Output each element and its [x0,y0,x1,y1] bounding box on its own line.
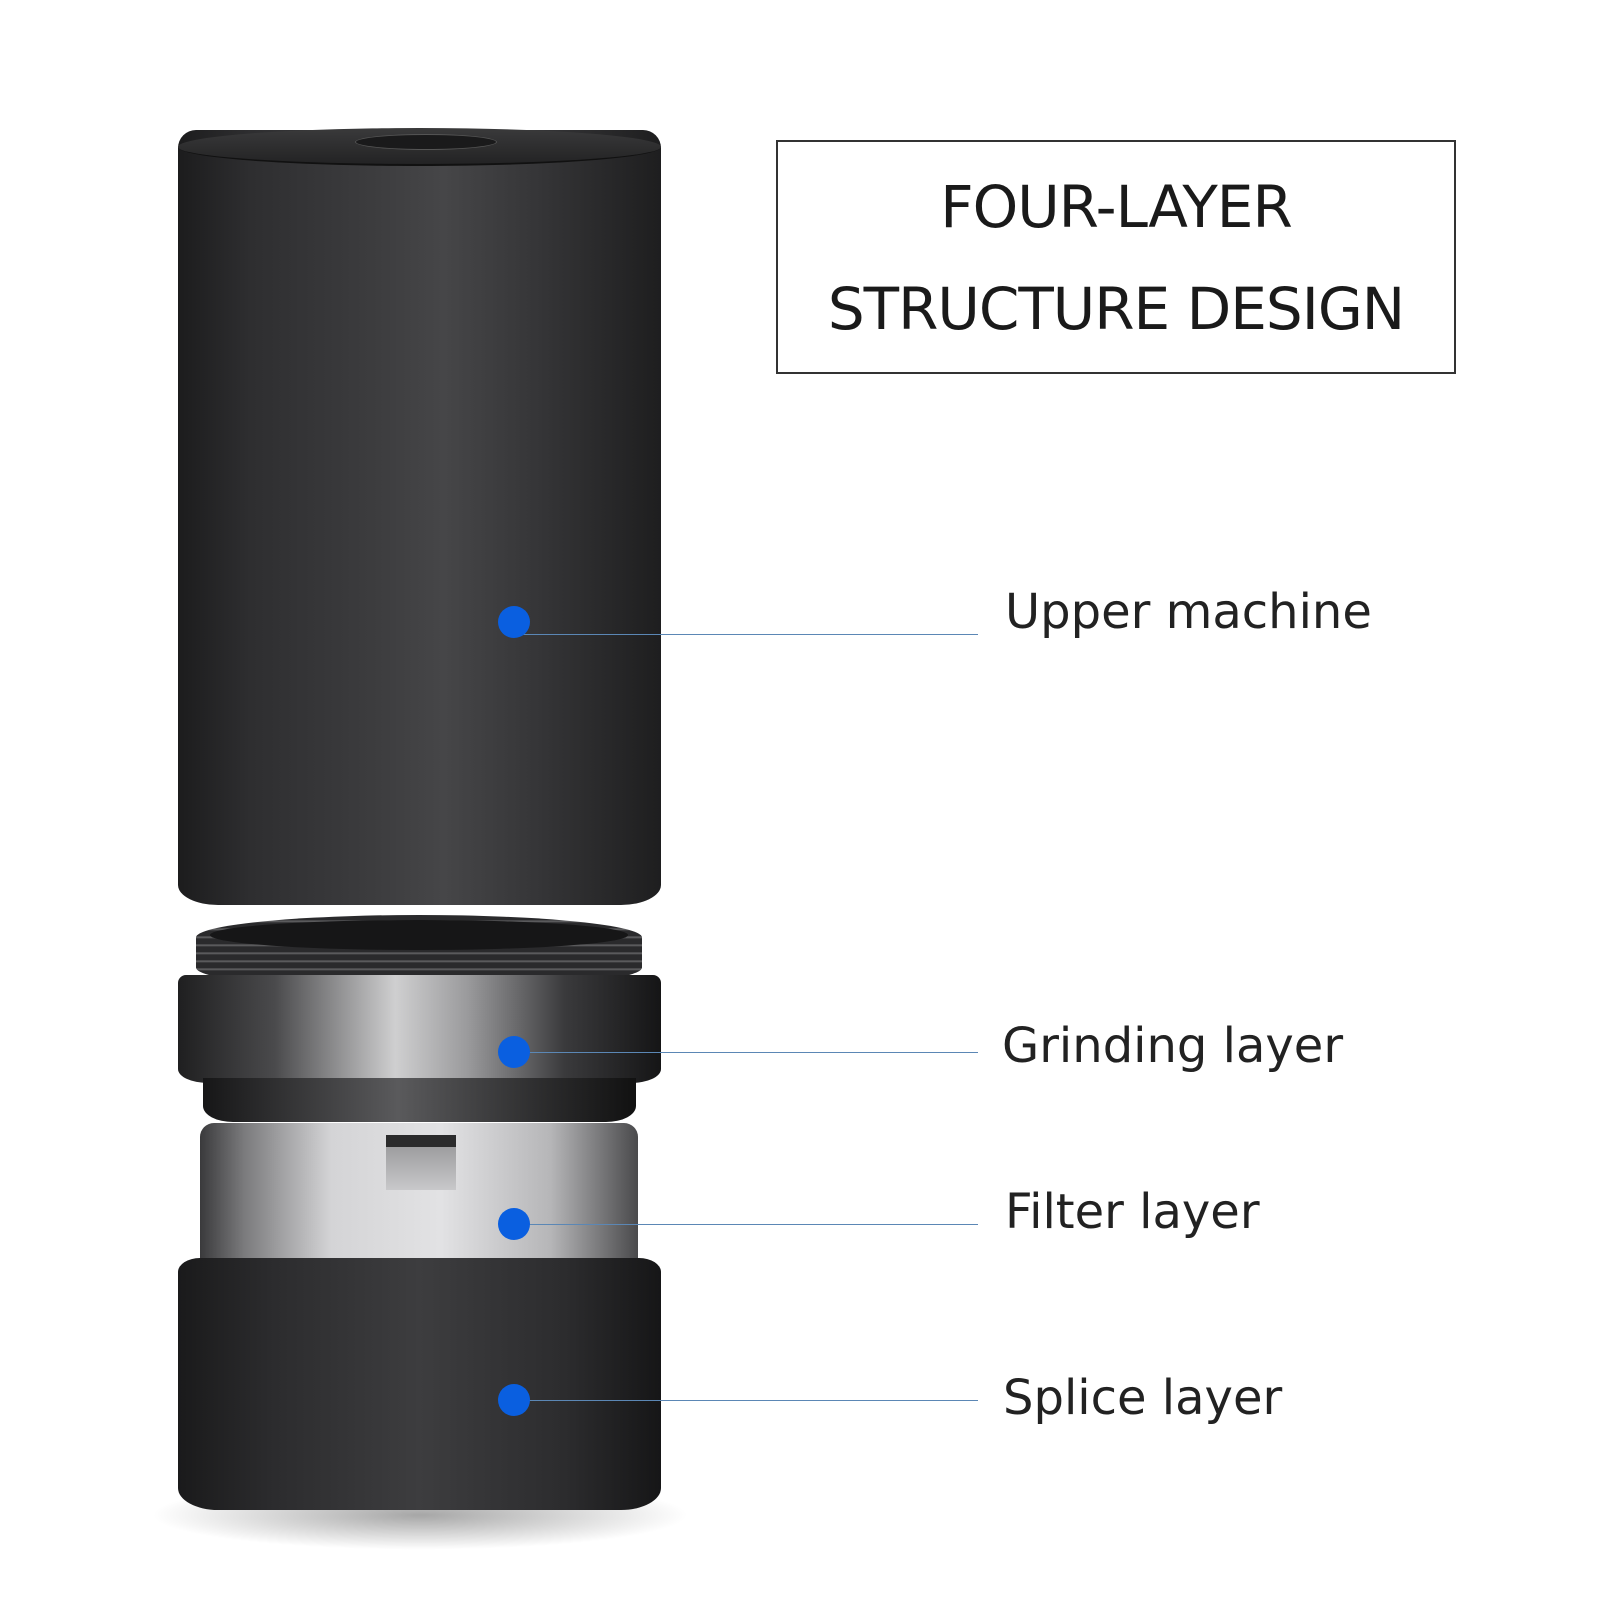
leader-line-splice [514,1400,978,1401]
grinder-shaft [386,1135,456,1190]
grinding-layer-base [203,1078,636,1122]
leader-line-grinding [514,1052,978,1053]
title-line-2: STRUCTURE DESIGN [827,275,1405,343]
marker-dot-icon [498,1036,530,1068]
leader-line-upper [514,634,978,635]
splice-layer-body [178,1258,661,1510]
power-button-icon [355,134,497,150]
label-grinding-layer: Grinding layer [1002,1018,1344,1074]
label-upper-machine: Upper machine [1005,584,1372,640]
marker-dot-icon [498,606,530,638]
title-box: FOUR-LAYER STRUCTURE DESIGN [776,140,1456,374]
label-filter-layer: Filter layer [1005,1184,1260,1240]
label-splice-layer: Splice layer [1003,1370,1283,1426]
leader-line-filter [514,1224,978,1225]
grinding-layer-ring [178,975,661,1083]
marker-dot-icon [498,1384,530,1416]
grinding-layer-inner [210,920,628,950]
title-line-1: FOUR-LAYER [940,173,1293,241]
marker-dot-icon [498,1208,530,1240]
upper-machine-body [178,130,661,905]
